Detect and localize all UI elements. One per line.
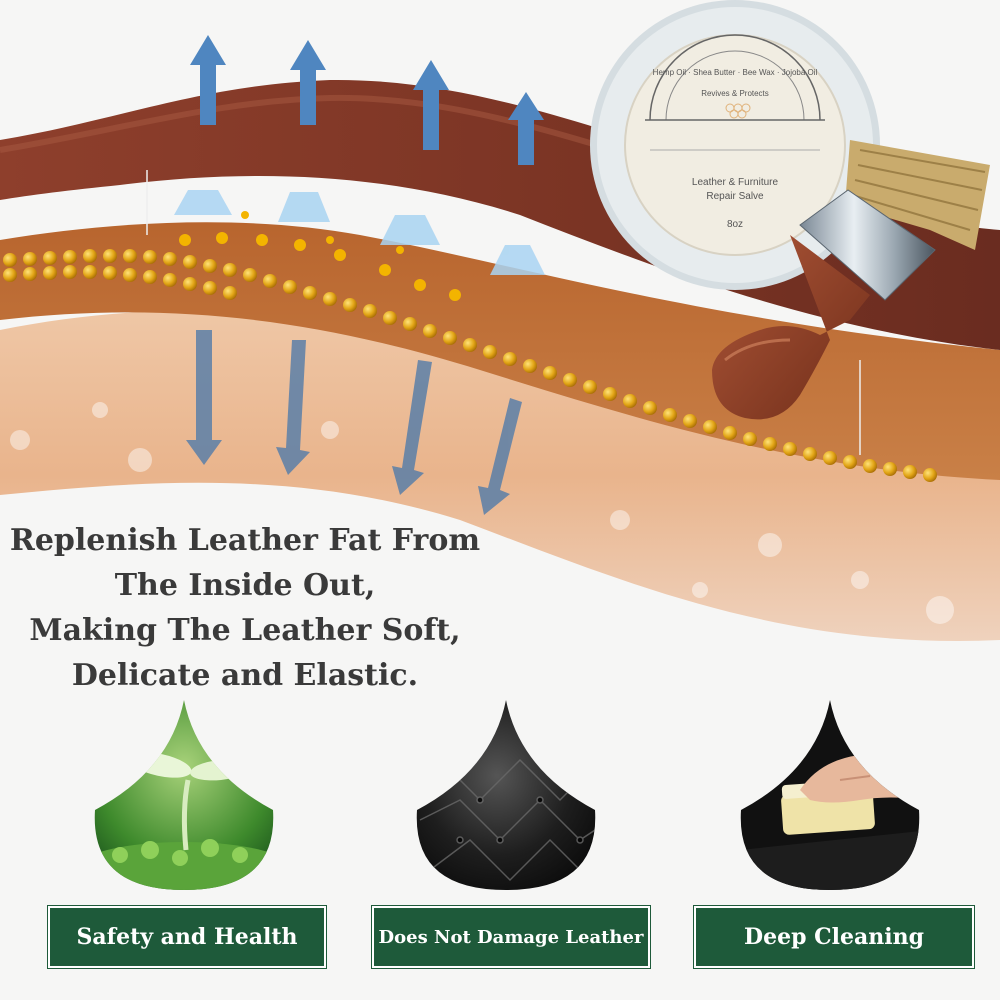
no-damage-badge: Does Not Damage Leather	[372, 906, 650, 968]
headline-line-2: The Inside Out,	[114, 568, 376, 603]
product-tagline: Revives & Protects	[701, 89, 769, 98]
sponge-cleaning-icon	[740, 700, 920, 890]
oil-droplets	[179, 211, 461, 301]
headline-line-4: Delicate and Elastic.	[71, 658, 419, 693]
product-size: 8oz	[727, 219, 743, 230]
wax-brush-image	[712, 140, 990, 420]
deep-cleaning-badge: Deep Cleaning	[694, 906, 974, 968]
product-name-line2: Repair Salve	[706, 191, 764, 202]
headline-line-1: Replenish Leather Fat From	[9, 523, 481, 558]
sprout-icon	[94, 700, 274, 890]
product-name-line1: Leather & Furniture	[692, 177, 779, 188]
safety-health-badge: Safety and Health	[48, 906, 326, 968]
headline-line-3: Making The Leather Soft,	[29, 613, 461, 648]
evaporation-arrows	[190, 35, 544, 165]
tufted-leather-icon	[416, 700, 596, 890]
penetration-arrows	[186, 330, 522, 515]
salve-jar-image: Hemp Oil · Shea Butter · Bee Wax · Jojob…	[590, 0, 880, 290]
oil-bead-chain	[3, 249, 937, 482]
absorption-cones	[174, 190, 545, 275]
headline: Replenish Leather Fat From The Inside Ou…	[0, 518, 490, 698]
fiber-highlights	[10, 402, 954, 624]
honeycomb-mark	[725, 103, 751, 119]
product-arc-text: Hemp Oil · Shea Butter · Bee Wax · Jojob…	[653, 68, 818, 77]
